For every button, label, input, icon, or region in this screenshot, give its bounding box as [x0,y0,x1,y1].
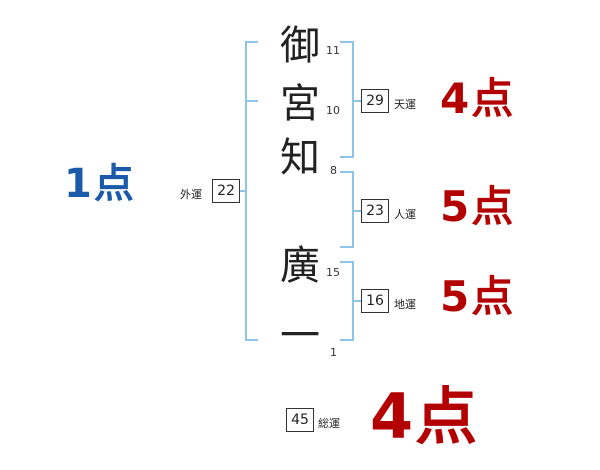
gaiun-score: 1点 [64,161,136,207]
tenun-value-box: 29 [361,89,389,113]
stroke-count-3: 8 [330,164,337,177]
chiun-score: 5点 [440,272,516,321]
souun-label: 総運 [318,417,340,430]
name-char-5: 一 [280,313,320,359]
chiun-label: 地運 [394,298,416,311]
jinun-bracket [340,171,354,248]
tenun-label: 天運 [394,98,416,111]
souun-score: 4点 [370,380,480,453]
jinun-label: 人運 [394,208,416,221]
outer-bracket [245,41,258,341]
jinun-value-box: 23 [361,199,389,223]
gaiun-label: 外運 [180,188,202,201]
stroke-count-5: 1 [330,346,337,359]
name-char-4: 廣 [280,243,320,289]
chiun-value-box: 16 [361,289,389,313]
stroke-count-2: 10 [326,104,340,117]
gaiun-value-box: 22 [212,179,240,203]
stroke-count-4: 15 [326,266,340,279]
souun-value-box: 45 [286,408,314,432]
tenun-bracket [340,41,354,158]
jinun-score: 5点 [440,182,516,231]
stroke-count-1: 11 [326,44,340,57]
name-char-2: 宮 [280,81,320,127]
tenun-score: 4点 [440,74,516,123]
chiun-bracket [340,261,354,341]
name-char-1: 御 [280,23,320,69]
name-char-3: 知 [280,135,320,181]
